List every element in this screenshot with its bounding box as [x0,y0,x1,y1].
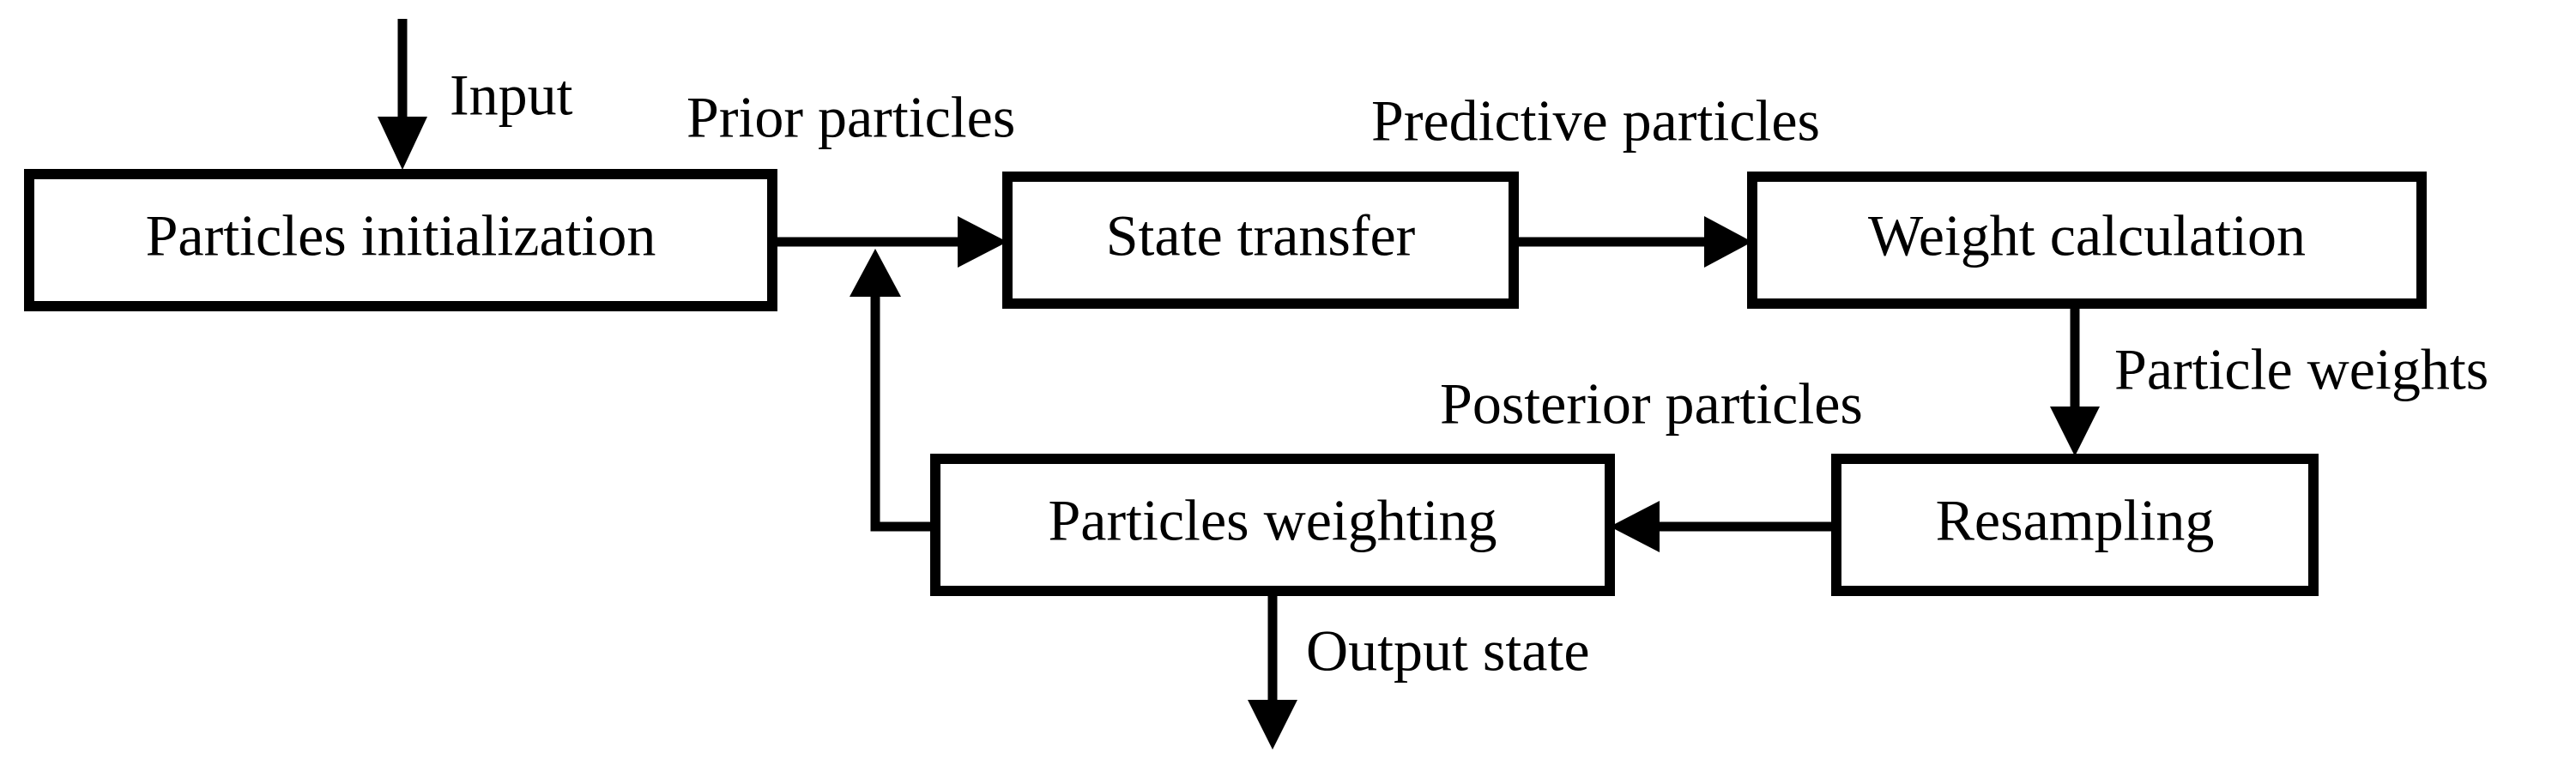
node-label-state-transfer: State transfer [1106,203,1416,268]
input-arrow [378,19,427,170]
arrow-weight-calculation-to-resampling [2050,304,2100,456]
edge-label-predictive-particles: Predictive particles [1371,88,1820,154]
node-label-weight-calculation: Weight calculation [1868,203,2306,268]
arrow-state-transfer-to-weight-calculation [1514,216,1752,268]
edge-label-input: Input [450,63,573,128]
edge-label-particle-weights: Particle weights [2114,337,2488,402]
arrow-feedback-loop [850,249,935,532]
box-state-transfer [1002,172,1519,309]
edge-label-output-state: Output state [1306,618,1590,684]
box-weight-calculation [1747,172,2427,309]
edge-label-prior-particles: Prior particles [686,85,1015,150]
node-label-particles-weighting: Particles weighting [1048,488,1497,553]
arrow-resampling-to-particles-weighting [1610,501,1836,552]
box-particles-initialization [24,169,777,311]
node-label-particles-initialization: Particles initialization [146,203,656,268]
node-label-resampling: Resampling [1936,488,2215,553]
arrow-init-to-state-transfer [772,216,1007,268]
box-resampling [1831,454,2319,596]
edge-label-posterior-particles: Posterior particles [1440,371,1863,437]
output-arrow [1248,591,1297,750]
